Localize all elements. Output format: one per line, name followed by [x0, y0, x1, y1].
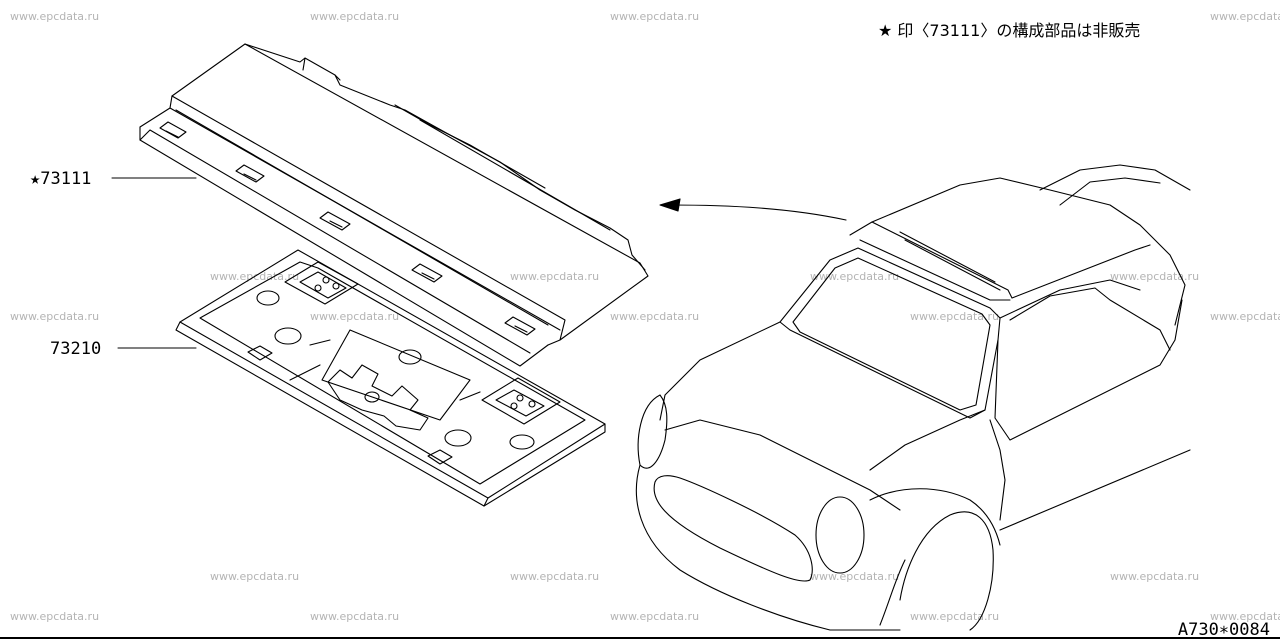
- bottom-rule: [0, 637, 1280, 639]
- diagram-code: A730∗0084: [1177, 620, 1270, 640]
- watermark-text: www.epcdata.ru: [610, 310, 700, 323]
- watermark-text: www.epcdata.ru: [10, 10, 100, 23]
- watermark-text: www.epcdata.ru: [1210, 610, 1280, 623]
- watermark-text: www.epcdata.ru: [10, 610, 100, 623]
- watermark-text: www.epcdata.ru: [310, 310, 400, 323]
- watermark-text: www.epcdata.ru: [510, 570, 600, 583]
- watermark-text: www.epcdata.ru: [10, 310, 100, 323]
- watermark-text: www.epcdata.ru: [1110, 270, 1200, 283]
- watermark-text: www.epcdata.ru: [1110, 570, 1200, 583]
- part-label-73210: 73210: [50, 339, 102, 359]
- watermark-text: www.epcdata.ru: [610, 10, 700, 23]
- watermark-text: www.epcdata.ru: [910, 310, 1000, 323]
- watermark-text: www.epcdata.ru: [1210, 10, 1280, 23]
- watermark-text: www.epcdata.ru: [910, 610, 1000, 623]
- non-sale-note: ★ 印〈73111〉の構成部品は非販売: [878, 21, 1141, 40]
- car-outline-drawing: [635, 164, 1191, 631]
- watermark-text: www.epcdata.ru: [310, 610, 400, 623]
- roof-bow-drawing: [175, 249, 606, 507]
- watermark-text: www.epcdata.ru: [610, 610, 700, 623]
- part-label-73111: ★73111: [30, 169, 92, 189]
- watermark-text: www.epcdata.ru: [810, 270, 900, 283]
- watermark-text: www.epcdata.ru: [210, 570, 300, 583]
- watermark-text: www.epcdata.ru: [1210, 310, 1280, 323]
- location-arrow: [659, 198, 847, 221]
- roof-panel-drawing: [139, 43, 649, 367]
- watermark-text: www.epcdata.ru: [310, 10, 400, 23]
- watermark-text: www.epcdata.ru: [810, 570, 900, 583]
- watermark-text: www.epcdata.ru: [510, 270, 600, 283]
